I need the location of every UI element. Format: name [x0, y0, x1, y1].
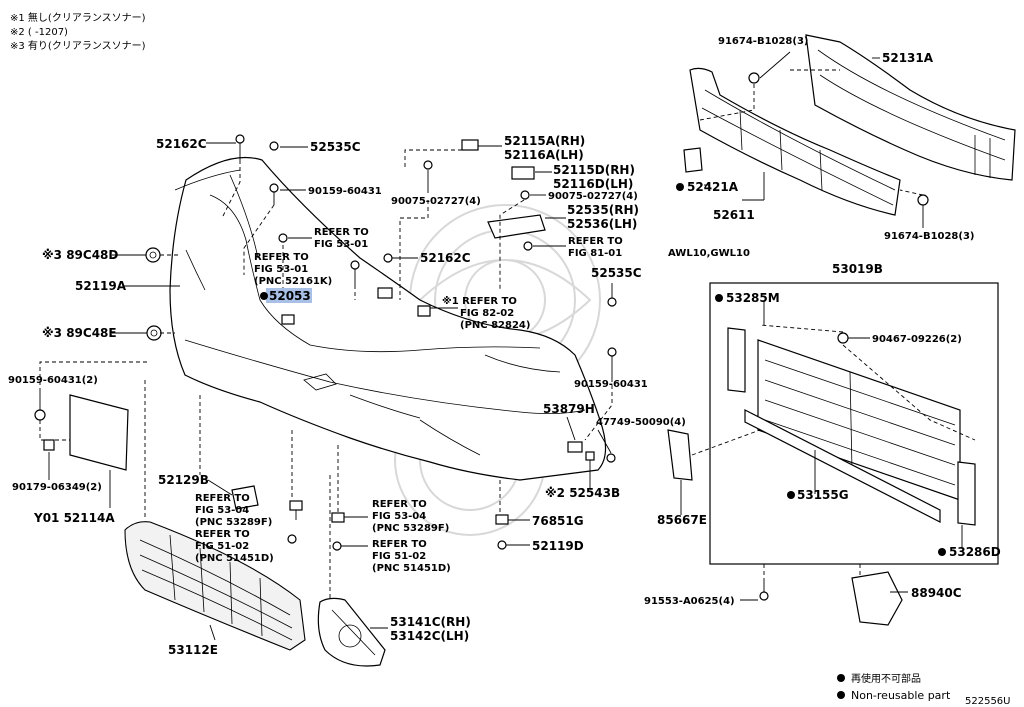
88940c-duct [851, 571, 903, 626]
shutter-assembly [727, 327, 976, 526]
label-91674-bottom: 91674-B1028(3) [884, 231, 975, 242]
label-ref-53-04-b: FIG 53-04 [195, 505, 249, 516]
non-reusable-dot-53155g [787, 491, 795, 499]
non-reusable-dot-53286d [938, 548, 946, 556]
label-53142c: 53142C(LH) [390, 629, 469, 643]
label-ref-53-01k-c: (PNC 52161K) [254, 276, 332, 287]
label-52611: 52611 [713, 208, 755, 222]
52421a-spacer [683, 147, 703, 173]
shutter-box [709, 282, 999, 565]
label-ref-53-04r-a: REFER TO [372, 499, 427, 510]
label-ref-51-02-c: (PNC 51451D) [195, 553, 274, 564]
label-grade: AWL10,GWL10 [668, 248, 750, 259]
legend-en: Non-reusable part [851, 689, 951, 702]
label-ref-82-02-b: FIG 82-02 [460, 308, 514, 319]
label-53112e: 53112E [168, 643, 218, 657]
label-52116d: 52116D(LH) [553, 177, 633, 191]
label-91674-top: 91674-B1028(3) [718, 36, 809, 47]
label-ref-51-02-a: REFER TO [195, 529, 250, 540]
label-52535: 52535(RH) [567, 203, 639, 217]
label-90075-2: 90075-02727(4) [548, 191, 638, 202]
label-ref-51-02r-b: FIG 51-02 [372, 551, 426, 562]
label-53019b: 53019B [832, 262, 883, 276]
label-ref-51-02-b: FIG 51-02 [195, 541, 249, 552]
label-52116a: 52116A(LH) [504, 148, 584, 162]
fasteners [34, 72, 929, 601]
label-ref-81-01-b: FIG 81-01 [568, 248, 622, 259]
label-ref-82-02-a: ※1 REFER TO [442, 295, 517, 307]
label-52543b: ※2 52543B [545, 486, 620, 500]
85667e-seal [667, 429, 693, 481]
label-90159-60431-top: 90159-60431 [308, 186, 382, 197]
label-53141c: 53141C(RH) [390, 615, 471, 629]
fog-lamp-cover [317, 597, 386, 667]
label-53155g: 53155G [797, 488, 849, 502]
label-53286d: 53286D [949, 545, 1001, 559]
label-ref-82-02-c: (PNC 82824) [460, 320, 530, 331]
label-ref-53-04r-b: FIG 53-04 [372, 511, 426, 522]
lower-grille [124, 521, 306, 651]
label-ref-53-04r-c: (PNC 53289F) [372, 523, 449, 534]
label-89c48e: ※3 89C48E [42, 326, 117, 340]
bumper-reinforcement [805, 34, 1016, 181]
note-3: ※3 有り(クリアランスソナー) [10, 39, 146, 52]
label-53285m: 53285M [726, 291, 780, 305]
legend: 再使用不可部品 Non-reusable part [837, 672, 951, 702]
label-90467: 90467-09226(2) [872, 334, 962, 345]
label-90159-60431-right: 90159-60431 [574, 379, 648, 390]
label-ref-53-01-a: REFER TO [314, 227, 369, 238]
label-52535c-right: 52535C [591, 266, 642, 280]
label-ref-53-01k-a: REFER TO [254, 252, 309, 263]
part-labels: 52162C 52535C 90159-60431 52115A(RH) 521… [8, 36, 1001, 657]
non-reusable-dot-52053 [260, 292, 268, 300]
label-52535c-top: 52535C [310, 140, 361, 154]
note-2: ※2 ( -1207) [10, 27, 68, 38]
highlight-52053 [266, 288, 312, 303]
label-52114a: Y01 52114A [33, 511, 115, 525]
label-52115a: 52115A(RH) [504, 134, 585, 148]
label-89c48d: ※3 89C48D [42, 248, 118, 262]
label-ref-51-02r-c: (PNC 51451D) [372, 563, 451, 574]
figure-id: 522556U [965, 696, 1011, 707]
label-ref-53-04-a: REFER TO [195, 493, 250, 504]
label-76851g: 76851G [532, 514, 584, 528]
non-reusable-dot-52421a [676, 183, 684, 191]
label-85667e: 85667E [657, 513, 707, 527]
label-52162c-mid: 52162C [420, 251, 471, 265]
label-53879h: 53879H [543, 402, 595, 416]
label-ref-53-01-b: FIG 53-01 [314, 239, 368, 250]
label-ref-53-04-c: (PNC 53289F) [195, 517, 272, 528]
label-47749: 47749-50090(4) [596, 417, 686, 428]
non-reusable-dot-53285m [715, 294, 723, 302]
label-90159-60431-2: 90159-60431(2) [8, 375, 98, 386]
label-52119a: 52119A [75, 279, 127, 293]
label-90179: 90179-06349(2) [12, 482, 102, 493]
label-ref-81-01-a: REFER TO [568, 236, 623, 247]
label-90075-1: 90075-02727(4) [391, 196, 481, 207]
legend-jp: 再使用不可部品 [851, 672, 921, 685]
label-52053: 52053 [269, 289, 311, 303]
label-52119d: 52119D [532, 539, 584, 553]
label-52162c-top: 52162C [156, 137, 207, 151]
leaders [39, 51, 976, 641]
label-52536: 52536(LH) [567, 217, 637, 231]
label-52131a: 52131A [882, 51, 934, 65]
label-52129b: 52129B [158, 473, 209, 487]
label-52115d: 52115D(RH) [553, 163, 635, 177]
label-ref-51-02r-a: REFER TO [372, 539, 427, 550]
note-1: ※1 無し(クリアランスソナー) [10, 11, 146, 24]
energy-absorber [689, 67, 901, 216]
label-91553: 91553-A0625(4) [644, 596, 735, 607]
label-ref-53-01k-b: FIG 53-01 [254, 264, 308, 275]
label-88940c: 88940C [911, 586, 962, 600]
label-52421a: 52421A [687, 180, 739, 194]
